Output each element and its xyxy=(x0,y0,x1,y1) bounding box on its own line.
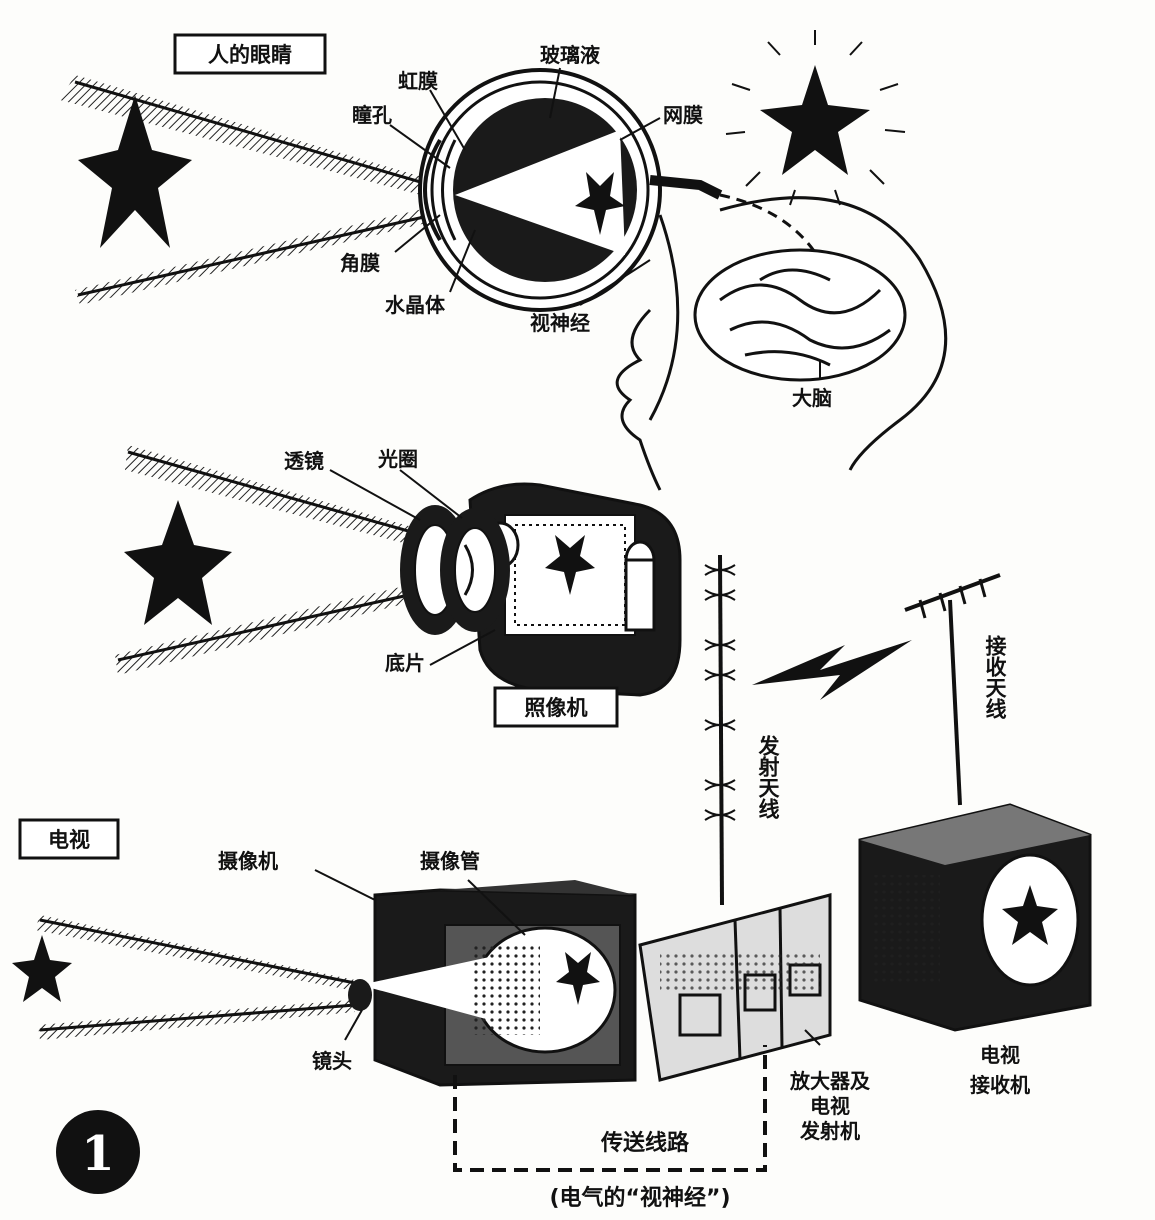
label-optic-nerve: 视神经 xyxy=(530,311,590,335)
transmission-line xyxy=(453,1045,767,1172)
label-receiver-line2: 接收机 xyxy=(970,1073,1030,1097)
label-lens-eye: 水晶体 xyxy=(385,293,446,317)
label-rx-antenna: 接收天线 xyxy=(983,635,1007,719)
eye-section: 人的眼睛 玻璃液 虹膜 瞳孔 网膜 角膜 水晶体 视神经 大脑 xyxy=(60,30,948,491)
label-brain: 大脑 xyxy=(792,386,832,410)
retina-image-star xyxy=(575,172,625,235)
label-tx-antenna: 发射天线 xyxy=(756,734,781,819)
label-amplifier-line2: 电视 xyxy=(810,1094,850,1118)
label-camera-tube: 摄像管 xyxy=(420,849,480,873)
label-iris: 虹膜 xyxy=(398,69,438,93)
head-profile xyxy=(719,196,948,471)
signal-bolt-icon xyxy=(752,640,912,700)
tube-image-star xyxy=(556,952,600,1005)
eye-section-box xyxy=(173,33,327,75)
camera-section-box xyxy=(493,686,619,728)
label-transmission-line: 传送线路 xyxy=(600,1130,690,1156)
label-retina: 网膜 xyxy=(663,103,703,127)
rx-antenna-mast xyxy=(948,599,962,806)
label-film: 底片 xyxy=(385,651,425,675)
tv-object-star xyxy=(12,935,72,1002)
tv-section-box xyxy=(18,818,120,860)
label-pupil: 瞳孔 xyxy=(352,103,392,127)
tv-section: 电视 摄像机 摄像管 镜头 xyxy=(12,554,1092,1211)
label-camera-lens: 透镜 xyxy=(284,449,324,473)
label-electric-nerve: (电气的“视神经”) xyxy=(549,1185,730,1211)
label-receiver-line1: 电视 xyxy=(980,1043,1020,1067)
label-tv-lens: 镜头 xyxy=(312,1049,352,1073)
label-aperture: 光圈 xyxy=(377,447,418,471)
figure-number-badge: 1 xyxy=(56,1110,140,1194)
receiver-screen-star xyxy=(1002,885,1058,945)
label-tv-camera: 摄像机 xyxy=(218,849,278,873)
eye-lower-beam xyxy=(75,205,460,305)
label-vitreous: 玻璃液 xyxy=(540,43,601,67)
optic-nerve xyxy=(649,175,723,200)
camera-section-title: 照像机 xyxy=(525,696,588,720)
eye-section-title: 人的眼睛 xyxy=(208,43,292,67)
film-image-star xyxy=(545,535,595,595)
eye-object-star xyxy=(78,95,192,248)
camera-object-star xyxy=(124,500,232,625)
label-cornea: 角膜 xyxy=(340,251,380,275)
label-amplifier-line1: 放大器及 xyxy=(789,1069,871,1093)
label-amplifier-line3: 发射机 xyxy=(799,1119,860,1143)
bright-star-icon xyxy=(725,30,906,206)
tx-antenna-mast xyxy=(718,554,724,906)
camera-section: 透镜 光圈 底片 照像机 xyxy=(115,445,682,728)
figure-number: 1 xyxy=(81,1126,114,1182)
tv-section-title: 电视 xyxy=(48,828,90,852)
